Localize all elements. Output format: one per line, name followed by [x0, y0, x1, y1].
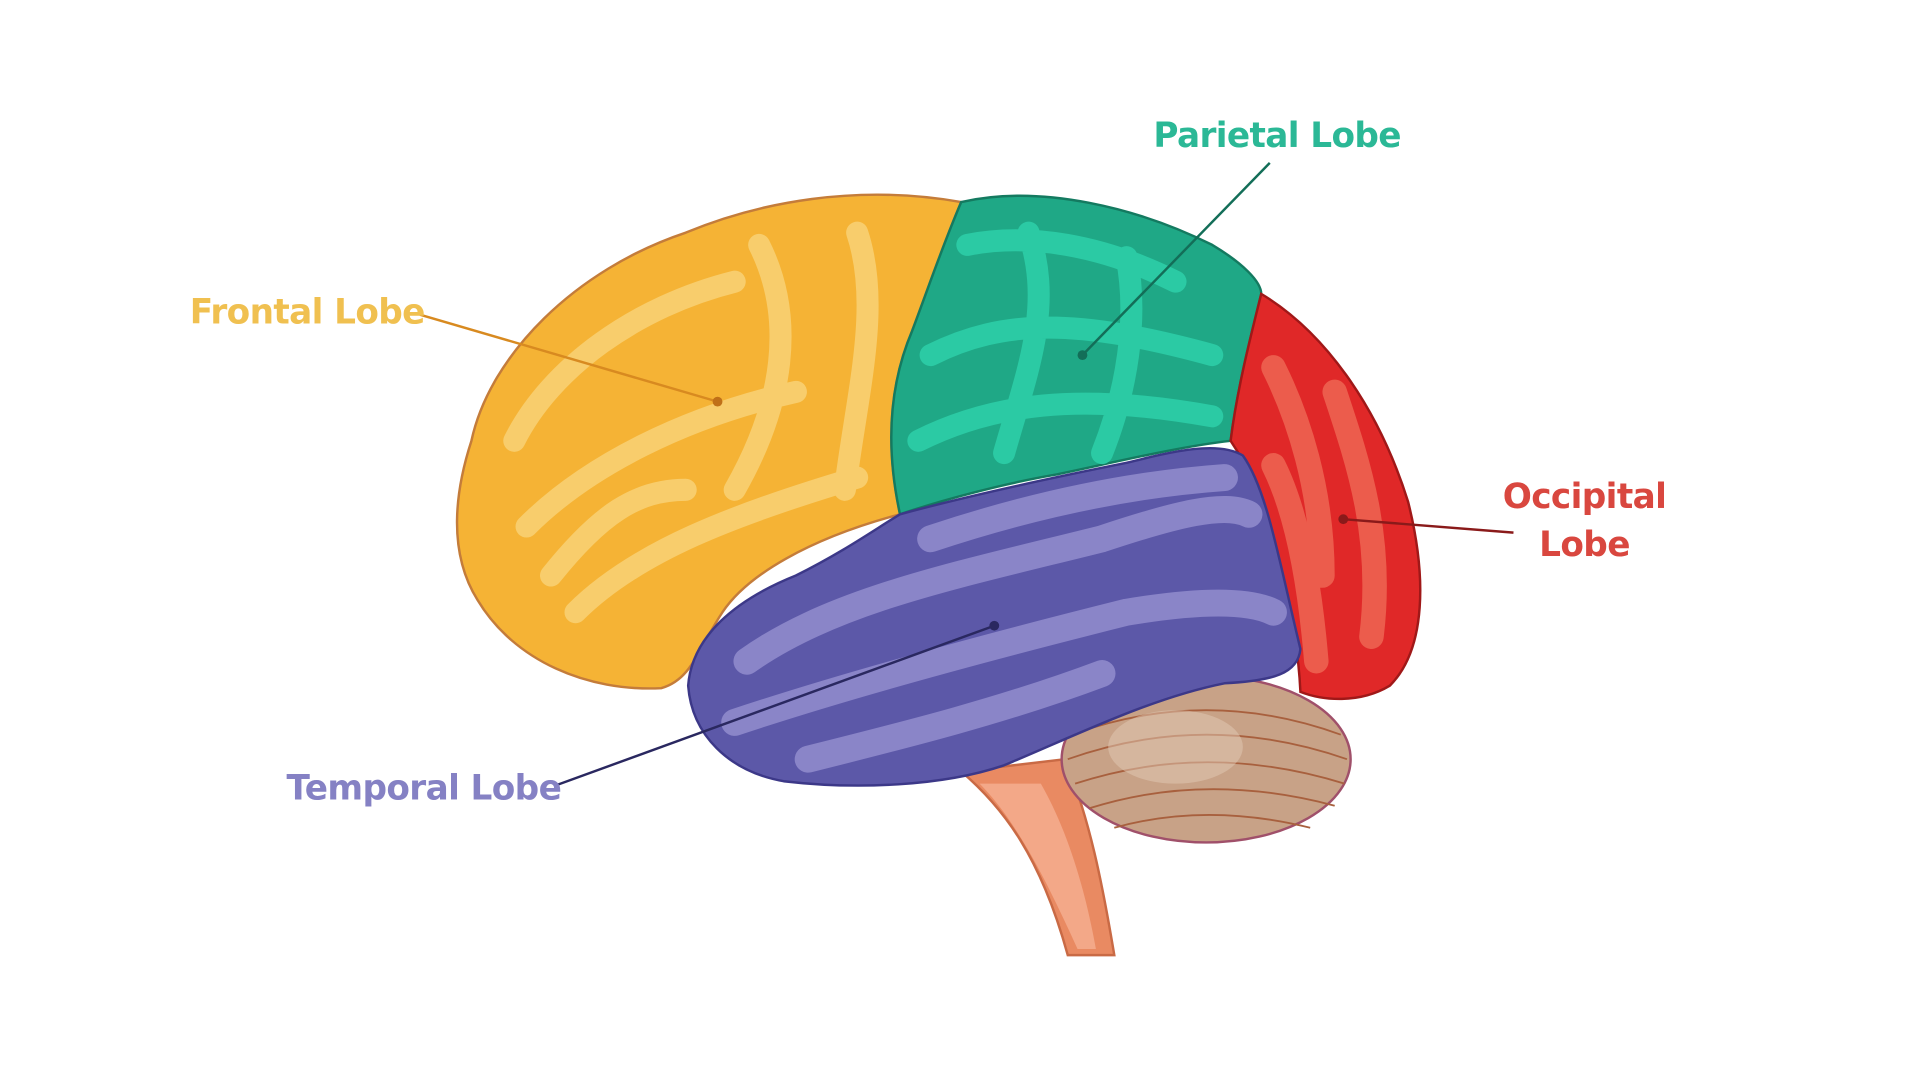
parietal-lobe — [890, 194, 1263, 516]
occipital-lobe — [1229, 291, 1422, 701]
parietal-lobe-label: Parietal Lobe — [1153, 116, 1401, 156]
occipital-leader-dot — [1338, 514, 1349, 525]
temporal-lobe-label: Temporal Lobe — [287, 769, 562, 809]
frontal-lobe-label: Frontal Lobe — [190, 292, 425, 332]
frontal-leader-line — [419, 313, 718, 403]
occipital-lobe-label-line1: Occipital — [1503, 477, 1667, 517]
frontal-leader-dot — [712, 396, 723, 407]
occipital-lobe-label-line2: Lobe — [1539, 525, 1630, 565]
brainstem-highlight — [979, 783, 1096, 949]
temporal-leader-dot — [989, 620, 1000, 631]
parietal-leader-line — [1081, 162, 1271, 356]
occipital-leader-line — [1343, 517, 1514, 534]
temporal-leader-line — [556, 624, 995, 787]
temporal-lobe — [686, 446, 1302, 787]
parietal-leader-dot — [1077, 350, 1088, 360]
cerebellum — [1060, 674, 1352, 844]
